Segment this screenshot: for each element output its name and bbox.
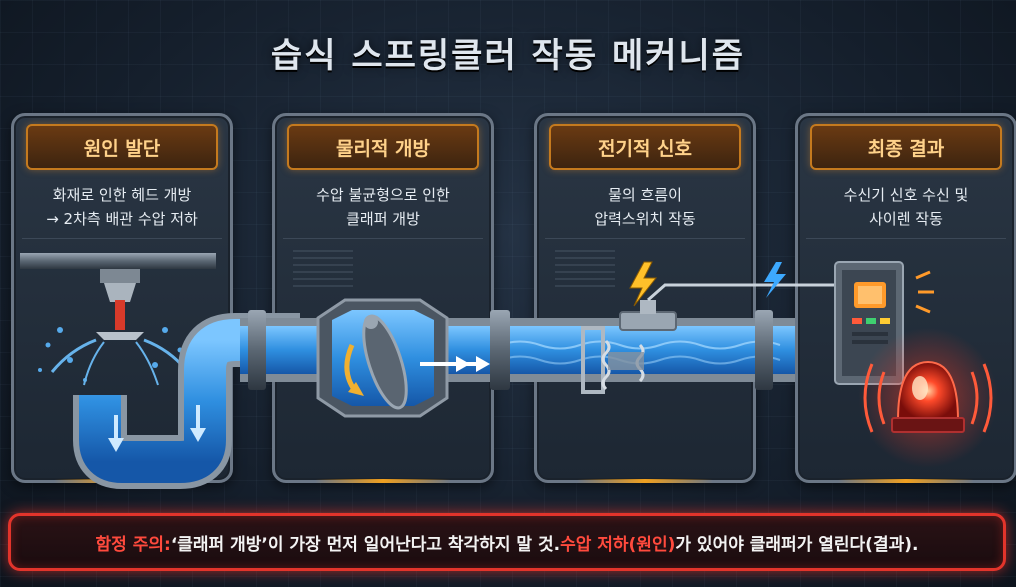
u-bend-pipe (73, 313, 300, 489)
panel-cause-line-2: → 2차측 배관 수압 저하 (46, 210, 198, 228)
panel-result-description: 수신기 신호 수신 및 사이렌 작동 (806, 176, 1006, 239)
decorative-screen-lines (293, 250, 353, 290)
lightning-bolt-icon (629, 261, 786, 307)
water-spray (38, 327, 192, 386)
diagram-title: 습식 스프링클러 작동 메커니즘 (270, 36, 746, 76)
pressure-switch-icon (581, 283, 835, 394)
panel-result-heading: 최종 결과 (810, 124, 1002, 170)
panel-physical-line-2: 클래퍼 개방 (346, 210, 420, 228)
panel-physical-heading: 물리적 개방 (287, 124, 479, 170)
control-panel-icon (834, 261, 934, 385)
panel-cause-description: 화재로 인한 헤드 개방 → 2차측 배관 수압 저하 (22, 176, 222, 239)
panel-electrical-description: 물의 흐름이 압력스위치 작동 (545, 176, 745, 239)
panel-physical-line-1: 수압 불균형으로 인한 (316, 186, 450, 204)
warning-text-part2: 가 있어야 클래퍼가 열린다(결과). (675, 534, 919, 555)
panel-cause-line-1: 화재로 인한 헤드 개방 (52, 186, 192, 204)
siren-icon (858, 328, 998, 468)
clapper-valve-icon (316, 298, 490, 418)
panel-result-line-1: 수신기 신호 수신 및 (843, 186, 969, 204)
panel-cause-heading: 원인 발단 (26, 124, 218, 170)
warning-banner: 함정 주의: ‘클래퍼 개방’이 가장 먼저 일어난다고 착각하지 말 것. 수… (8, 513, 1006, 571)
decorative-screen-lines (555, 250, 615, 290)
warning-text-part1: ‘클래퍼 개방’이 가장 먼저 일어난다고 착각하지 말 것. (170, 534, 561, 555)
panel-electrical: 전기적 신호 물의 흐름이 압력스위치 작동 (534, 113, 756, 483)
warning-highlight: 수압 저하(원인) (560, 534, 676, 555)
panel-result-line-2: 사이렌 작동 (869, 210, 943, 228)
panel-physical: 물리적 개방 수압 불균형으로 인한 클래퍼 개방 (272, 113, 494, 483)
panel-physical-description: 수압 불균형으로 인한 클래퍼 개방 (283, 176, 483, 239)
sprinkler-head-icon (20, 253, 216, 340)
warning-label: 함정 주의: (95, 534, 171, 555)
panel-electrical-line-1: 물의 흐름이 (608, 186, 682, 204)
panel-electrical-line-2: 압력스위치 작동 (594, 210, 696, 228)
panel-electrical-heading: 전기적 신호 (549, 124, 741, 170)
